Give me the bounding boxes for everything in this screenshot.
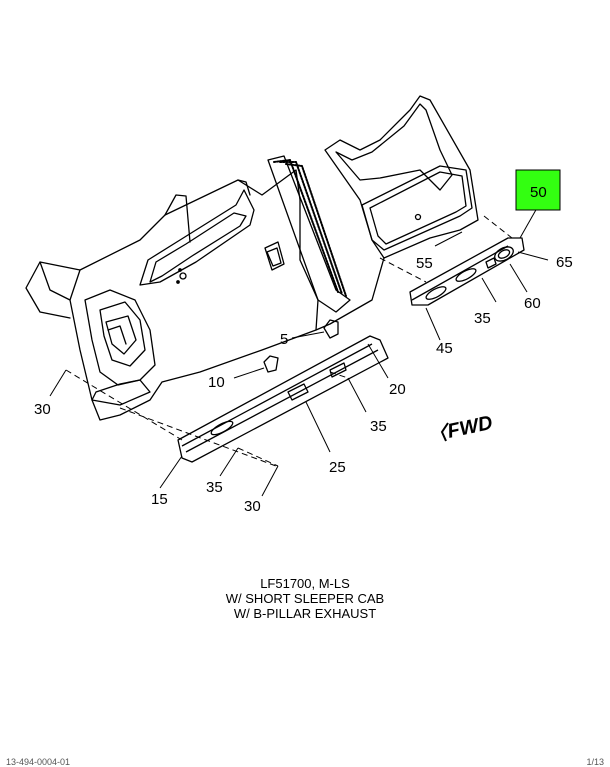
callout-labels: 50 55 65 60 35 45 5 10 20 30 35 25 15 35… [34,184,573,515]
cab-wall-drawing [25,95,479,421]
fwd-label: FWD [445,412,494,443]
callout-35-bottom[interactable]: 35 [206,479,223,496]
callout-60[interactable]: 60 [524,295,541,312]
caption-line-3: W/ B-PILLAR EXHAUST [233,606,377,621]
callout-65[interactable]: 65 [556,254,573,271]
sill-trim-panel [177,319,389,463]
callout-15[interactable]: 15 [151,491,168,508]
caption-line-2: W/ SHORT SLEEPER CAB [225,591,385,606]
callout-50[interactable]: 50 [530,184,547,201]
highlight-box-50 [515,169,561,211]
callout-35-mid[interactable]: 35 [370,418,387,435]
callout-35-right[interactable]: 35 [474,310,491,327]
callout-25[interactable]: 25 [329,459,346,476]
callout-20[interactable]: 20 [389,381,406,398]
callout-45[interactable]: 45 [436,340,453,357]
callout-5[interactable]: 5 [280,331,288,348]
callout-30-left[interactable]: 30 [34,401,51,418]
callout-30-bottom[interactable]: 30 [244,498,261,515]
caption-line-1: LF51700, M-LS [260,576,350,591]
forward-direction-indicator: FWD [440,412,495,443]
footer-right: 1/13 [586,757,604,767]
footer-left: 13-494-0004-01 [6,757,71,767]
sleeper-trim-panel [409,237,525,306]
leader-lines [49,207,549,497]
forward-arrow-icon [440,422,449,442]
callout-55[interactable]: 55 [416,255,433,272]
dashed-reference-lines [65,215,513,467]
callout-10[interactable]: 10 [208,374,225,391]
diagram-caption: LF51700, M-LS W/ SHORT SLEEPER CAB W/ B-… [0,576,610,621]
